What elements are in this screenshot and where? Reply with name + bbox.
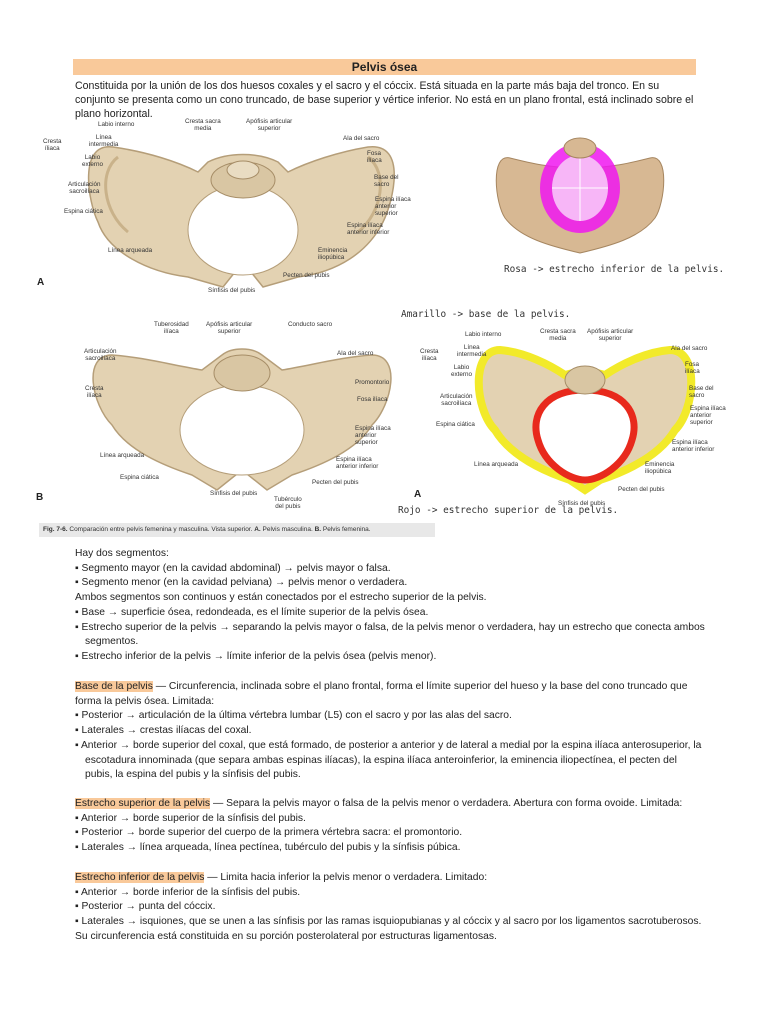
label: Cresta sacra media (185, 118, 221, 132)
label: Pecten del pubis (618, 486, 665, 493)
label: Ala del sacro (337, 350, 374, 357)
label: Línea intermedia (457, 344, 487, 358)
term-highlight: Base de la pelvis (75, 681, 153, 692)
term-highlight: Estrecho superior de la pelvis (75, 798, 211, 809)
label: Pecten del pubis (283, 272, 330, 279)
superior-section: Estrecho superior de la pelvis — Separa … (75, 798, 683, 854)
label: Ala del sacro (343, 135, 380, 142)
label: Articulación sacroilíaca (84, 348, 117, 362)
label: Eminencia iliopúbica (318, 247, 348, 261)
label: Espina ciática (436, 421, 475, 428)
label: Espina ciática (64, 208, 103, 215)
inferior-section: Estrecho inferior de la pelvis — Limita … (75, 872, 702, 942)
label: Cresta ilíaca (85, 385, 104, 399)
label: Labio interno (98, 121, 135, 128)
pelvis-figure-rosa (495, 137, 665, 254)
pelvis-figure-colored (474, 345, 696, 495)
figure-letter-colored: A (414, 489, 422, 500)
label: Espina ilíaca anterior superior (355, 425, 391, 446)
figure-caption: Fig. 7-6. Comparación entre pelvis femen… (39, 523, 435, 537)
label: Espina ilíaca anterior inferior (672, 439, 715, 453)
label: Apófisis articular superior (246, 118, 293, 132)
base-section: Base de la pelvis — Circunferencia, incl… (75, 681, 702, 781)
page-title: Pelvis ósea (73, 59, 696, 75)
segments-section: Hay dos segmentos: ▪ Segmento mayor (en … (75, 548, 705, 662)
label: Sínfisis del pubis (210, 490, 258, 497)
label: Cresta ilíaca (420, 348, 439, 362)
label: Pecten del pubis (312, 479, 359, 486)
label: Espina ilíaca anterior inferior (347, 222, 390, 236)
figure-letter-a: A (37, 277, 45, 288)
pelvis-figure-b (92, 348, 392, 491)
label: Apófisis articular superior (587, 328, 634, 342)
label: Conducto sacro (288, 321, 333, 328)
label: Línea arqueada (474, 461, 519, 468)
label: Fosa ilíaca (357, 396, 388, 403)
label: Labio externo (451, 364, 473, 378)
term-highlight: Estrecho inferior de la pelvis (75, 872, 205, 883)
rojo-caption: Rojo -> estrecho superior de la pelvis. (398, 505, 619, 516)
label: Tuberosidad ilíaca (154, 321, 189, 335)
label: Base del sacro (689, 385, 714, 399)
label: Tubérculo del pubis (274, 496, 302, 510)
amarillo-caption: Amarillo -> base de la pelvis. (401, 309, 571, 320)
label: Sínfisis del pubis (208, 287, 256, 294)
figure-letter-b: B (36, 492, 44, 503)
label: Línea intermedia (89, 134, 119, 148)
intro-paragraph: Constituida por la unión de los dos hues… (75, 80, 694, 120)
label: Labio interno (465, 331, 502, 338)
label: Espina ilíaca anterior superior (375, 196, 411, 217)
label: Eminencia iliopúbica (645, 461, 675, 475)
label: Promontorio (355, 379, 390, 386)
label: Articulación sacroilíaca (440, 393, 473, 407)
pelvis-figure-a (87, 146, 395, 288)
label: Cresta íliaca (43, 138, 62, 152)
label: Fosa ilíaca (685, 361, 700, 375)
label: Fosa ilíaca (367, 150, 382, 164)
label: Sínfisis del pubis (558, 500, 606, 507)
label: Apófisis articular superior (206, 321, 253, 335)
label: Base del sacro (374, 174, 399, 188)
label: Cresta sacra media (540, 328, 576, 342)
label: Espina ilíaca anterior superior (690, 405, 726, 426)
label: Línea arqueada (100, 452, 145, 459)
label: Labio externo (82, 154, 104, 168)
label: Espina ilíaca anterior inferior (336, 456, 379, 470)
label: Espina ciática (120, 474, 159, 481)
label: Articulación sacroilíaca (68, 181, 101, 195)
rosa-caption: Rosa -> estrecho inferior de la pelvis. (504, 264, 725, 275)
label: Ala del sacro (671, 345, 708, 352)
label: Línea arqueada (108, 247, 153, 254)
